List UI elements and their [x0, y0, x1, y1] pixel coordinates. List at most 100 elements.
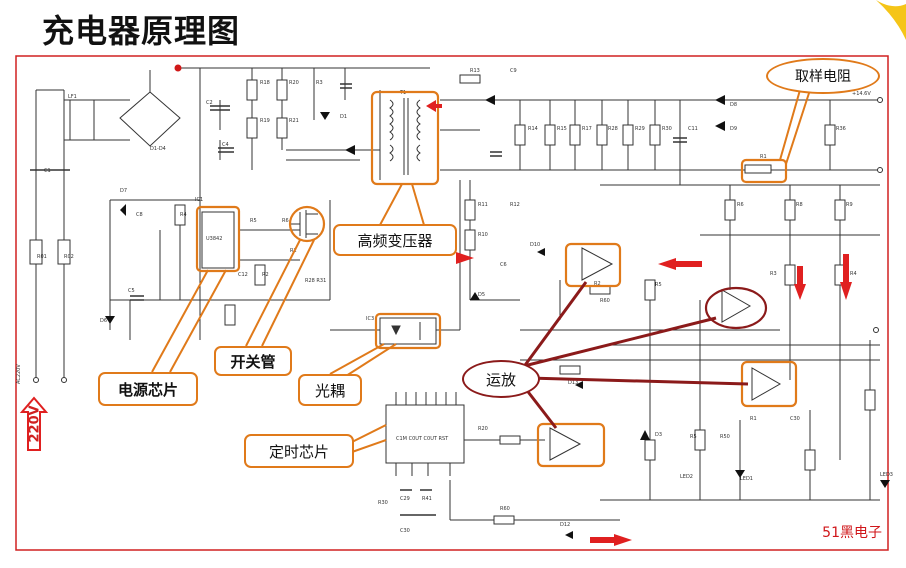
svg-text:R9: R9: [846, 202, 853, 208]
svg-text:LED2: LED2: [680, 474, 693, 480]
svg-text:LF1: LF1: [68, 94, 77, 100]
svg-text:D12: D12: [560, 522, 570, 528]
resistors: [29, 74, 876, 525]
svg-text:C12: C12: [238, 272, 248, 278]
svg-text:D5: D5: [478, 292, 485, 298]
callout-leaders: [151, 89, 811, 453]
power-chip-callout: 电源芯片: [98, 372, 198, 406]
svg-text:R36: R36: [836, 126, 846, 132]
optocoupler-highlight: [374, 312, 442, 350]
svg-text:R60: R60: [500, 506, 510, 512]
optocoupler-callout: 光耦: [298, 374, 362, 406]
svg-text:R30: R30: [378, 500, 388, 506]
timer-chip-label: 定时芯片: [268, 442, 329, 461]
svg-text:R18: R18: [260, 80, 270, 86]
svg-text:R11: R11: [478, 202, 488, 208]
svg-text:D7: D7: [120, 188, 127, 194]
svg-text:AC220V: AC220V: [16, 364, 22, 384]
svg-text:C30: C30: [400, 528, 410, 534]
mosfet-body: [290, 210, 318, 238]
opamp-symbols: [549, 247, 782, 461]
svg-text:R3: R3: [770, 271, 777, 277]
hf-transformer-callout: 高频变压器: [333, 224, 457, 256]
highlight-boxes: [195, 90, 798, 468]
sampling-resistor-callout: 取样电阻: [766, 58, 880, 94]
opamp-callout: 运放: [462, 360, 540, 398]
watermark: 51黑电子: [822, 525, 882, 541]
svg-text:C1M C0UT C0UT RST: C1M C0UT C0UT RST: [396, 436, 449, 442]
opamp-label: 运放: [485, 370, 516, 389]
svg-text:R20: R20: [478, 426, 488, 432]
svg-text:R13: R13: [470, 68, 480, 74]
svg-text:C8: C8: [136, 212, 143, 218]
svg-text:R15: R15: [557, 126, 567, 132]
timer-chip-body: C1M C0UT C0UT RST: [385, 392, 465, 476]
sampling-resistor-highlight: [740, 158, 788, 184]
svg-text:C6: C6: [500, 262, 507, 268]
svg-text:D10: D10: [530, 242, 540, 248]
power-chip-highlight: [195, 205, 241, 273]
svg-text:LED3: LED3: [880, 472, 893, 478]
timer-chip-callout: 定时芯片: [244, 434, 354, 468]
switch-tube-highlight: [288, 205, 326, 243]
svg-text:R6: R6: [282, 218, 289, 224]
svg-text:R5: R5: [655, 282, 662, 288]
mains-arrow: [19, 396, 49, 451]
switch-tube-callout: 开关管: [214, 346, 292, 376]
svg-text:R3: R3: [316, 80, 323, 86]
schematic-frame: [15, 55, 889, 551]
opamp4-highlight: [536, 422, 606, 468]
power-chip-body: [201, 211, 235, 269]
svg-text:R2: R2: [594, 281, 601, 287]
svg-text:R1: R1: [760, 154, 767, 160]
svg-text:D3: D3: [655, 432, 662, 438]
svg-text:R21: R21: [289, 118, 299, 124]
diodes: [105, 95, 890, 539]
transformer-body: [389, 98, 421, 175]
opamp1-highlight: [564, 242, 622, 288]
wires: [35, 67, 880, 521]
svg-text:C29: C29: [400, 496, 410, 502]
svg-text:R4: R4: [850, 271, 857, 277]
svg-text:R1: R1: [750, 416, 757, 422]
svg-text:D13: D13: [568, 380, 578, 386]
sampling-resistor-label: 取样电阻: [795, 69, 851, 85]
svg-text:R20: R20: [289, 80, 299, 86]
opamp-leaders: [518, 281, 749, 429]
capacitors: [30, 83, 687, 516]
svg-text:R5: R5: [250, 218, 257, 224]
svg-text:D6: D6: [100, 318, 107, 324]
corner-decoration: [876, 0, 906, 40]
svg-text:C5: C5: [128, 288, 135, 294]
svg-text:C2: C2: [206, 100, 213, 106]
optocoupler-label: 光耦: [314, 381, 345, 400]
svg-text:R2: R2: [262, 272, 269, 278]
svg-text:R4: R4: [180, 212, 187, 218]
svg-text:D1: D1: [340, 114, 347, 120]
svg-text:R12: R12: [510, 202, 520, 208]
svg-text:D9: D9: [730, 126, 737, 132]
svg-text:R28: R28: [608, 126, 618, 132]
svg-text:IC1: IC1: [195, 197, 203, 203]
svg-text:R8: R8: [796, 202, 803, 208]
svg-text:R6: R6: [737, 202, 744, 208]
svg-text:R01: R01: [37, 254, 47, 260]
svg-text:R10: R10: [478, 232, 488, 238]
svg-text:C4: C4: [222, 142, 229, 148]
page-title: 充电器原理图: [42, 12, 241, 50]
mains-voltage-label: 220V: [27, 405, 43, 443]
svg-text:R28 R31: R28 R31: [305, 278, 326, 284]
svg-text:R50: R50: [720, 434, 730, 440]
hf-transformer-label: 高频变压器: [357, 231, 433, 250]
switch-tube-label: 开关管: [230, 352, 276, 371]
svg-text:R14: R14: [528, 126, 538, 132]
output-terminals: [33, 97, 883, 383]
svg-text:C1: C1: [44, 168, 51, 174]
svg-text:C30: C30: [790, 416, 800, 422]
red-node: [174, 64, 182, 72]
svg-text:R60: R60: [600, 298, 610, 304]
svg-text:R29: R29: [635, 126, 645, 132]
